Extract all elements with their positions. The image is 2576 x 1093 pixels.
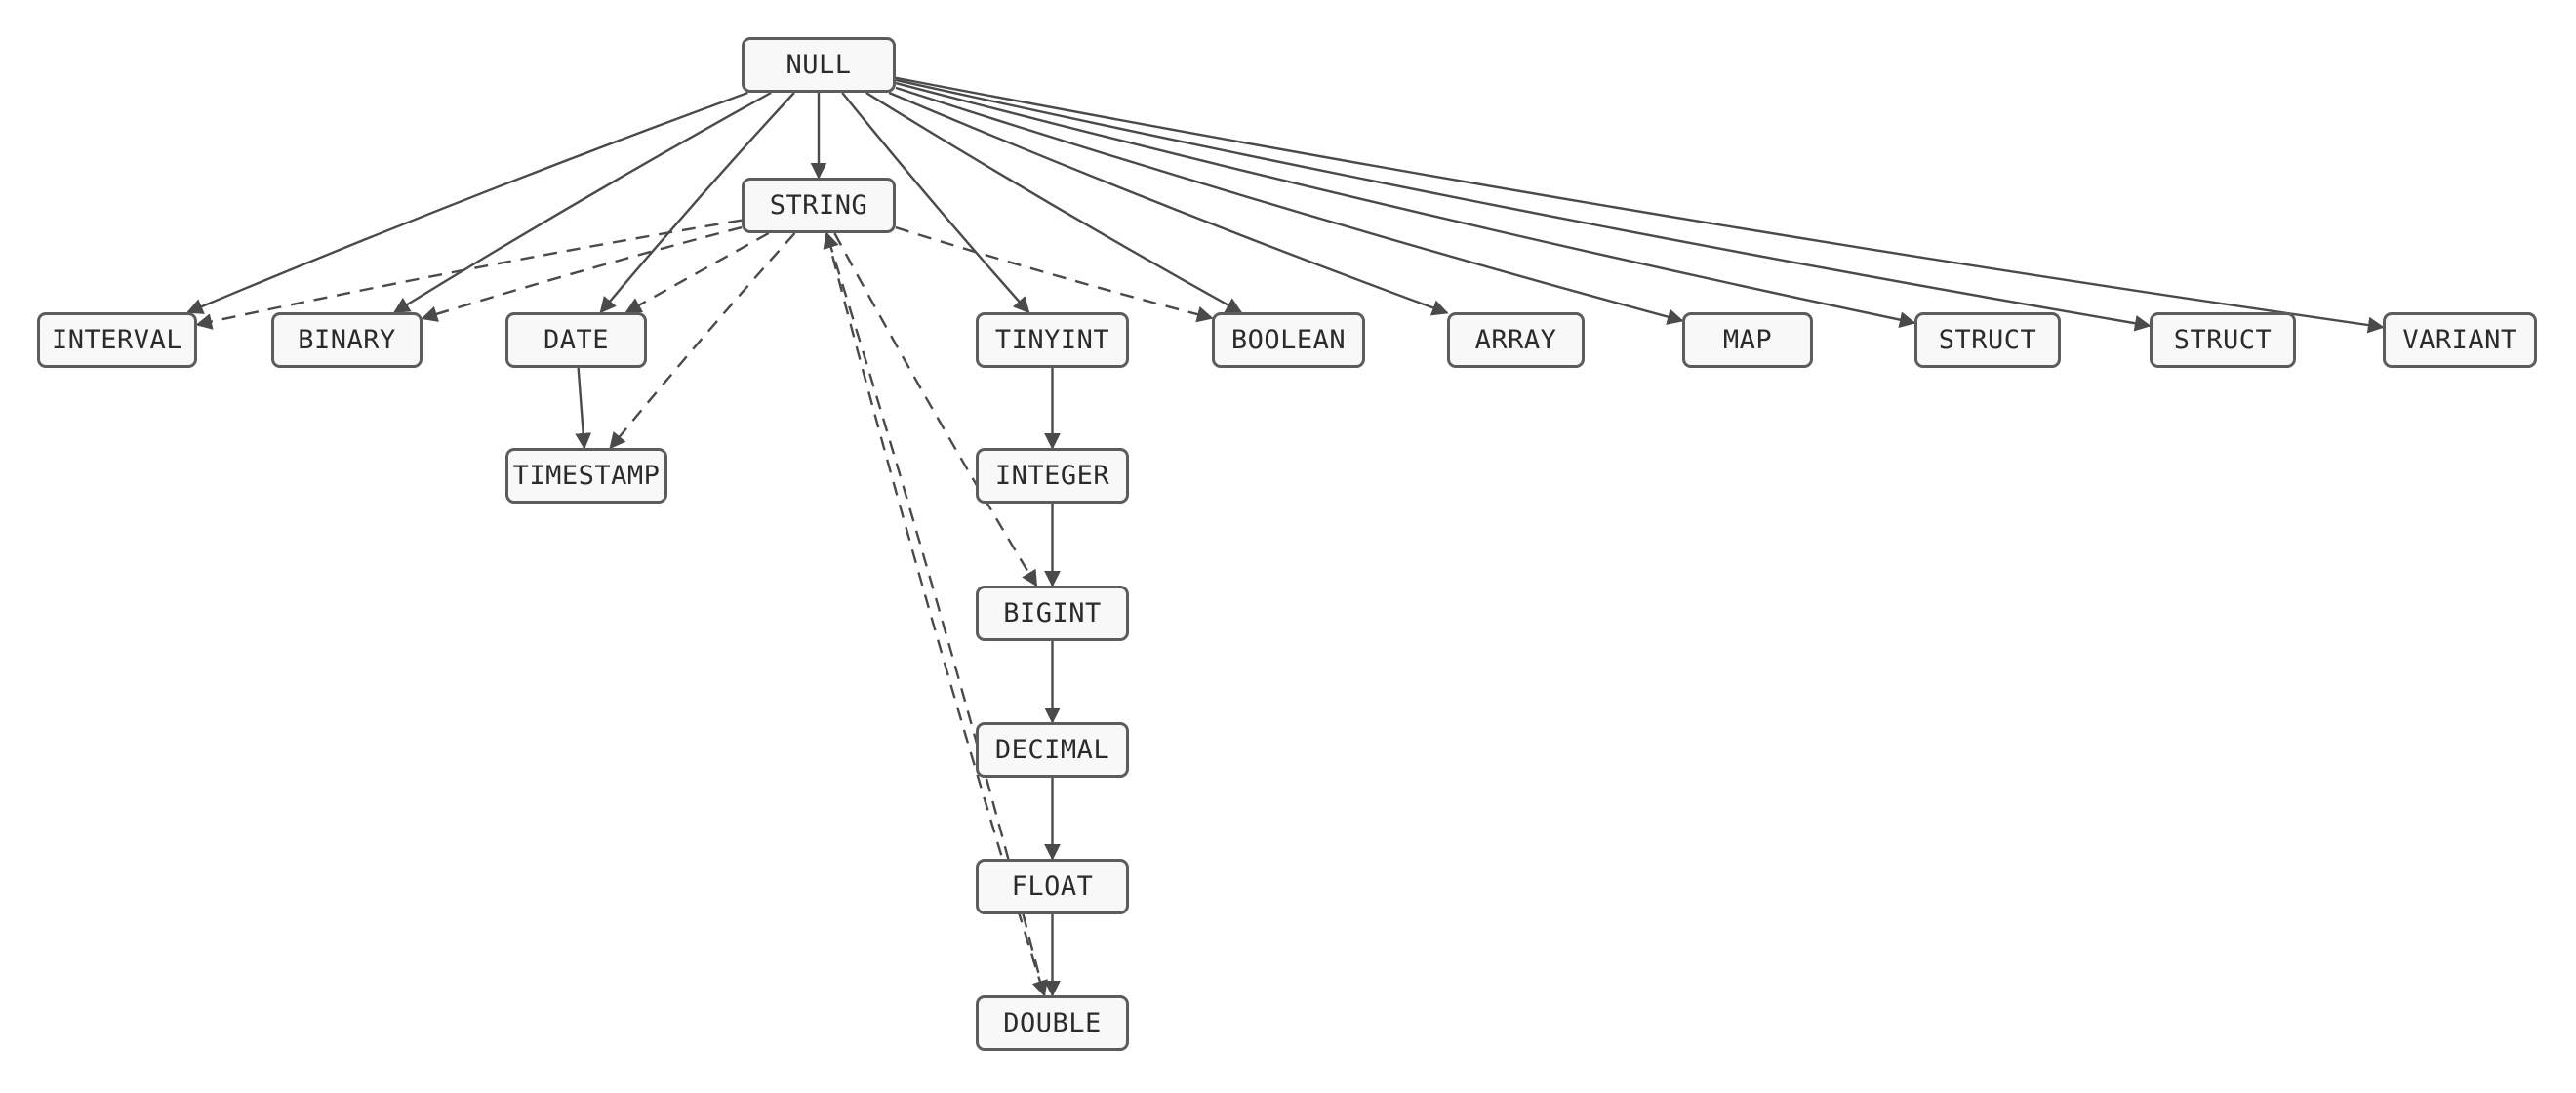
edge-string-to-boolean [895, 225, 1214, 323]
edge-null-to-tinyint [841, 92, 1030, 314]
node-label-boolean: BOOLEAN [1230, 325, 1347, 355]
node-label-integer: INTEGER [994, 461, 1110, 491]
edge-null-to-variant [895, 76, 2385, 334]
edge-null-to-array [888, 91, 1449, 316]
node-label-null: NULL [785, 50, 852, 80]
node-interval[interactable]: INTERVAL [37, 312, 197, 368]
node-label-bigint: BIGINT [1003, 598, 1102, 628]
edge-null-to-boolean [865, 91, 1243, 314]
node-label-map: MAP [1722, 325, 1773, 355]
edge-null-to-struct1 [895, 81, 1916, 328]
edge-null-to-binary [392, 91, 772, 314]
edge-string-to-interval [195, 219, 743, 330]
edge-null-to-interval [186, 91, 748, 314]
node-label-string: STRING [769, 190, 868, 221]
node-label-tinyint: TINYINT [994, 325, 1110, 355]
edge-string-to-date [624, 231, 770, 314]
node-label-interval: INTERVAL [51, 325, 183, 355]
node-struct2[interactable]: STRUCT [2150, 312, 2296, 368]
node-map[interactable]: MAP [1682, 312, 1813, 368]
node-boolean[interactable]: BOOLEAN [1212, 312, 1365, 368]
edge-null-to-struct2 [895, 78, 2152, 332]
node-decimal[interactable]: DECIMAL [976, 722, 1129, 778]
edge-null-to-map [895, 86, 1684, 325]
node-double[interactable]: DOUBLE [976, 995, 1129, 1051]
node-label-double: DOUBLE [1003, 1008, 1102, 1038]
node-array[interactable]: ARRAY [1447, 312, 1585, 368]
node-label-timestamp: TIMESTAMP [512, 461, 661, 491]
node-label-variant: VARIANT [2402, 325, 2517, 355]
node-bigint[interactable]: BIGINT [976, 586, 1129, 641]
edge-string-to-binary [421, 225, 743, 322]
node-struct1[interactable]: STRUCT [1914, 312, 2061, 368]
node-label-struct2: STRUCT [2173, 325, 2273, 355]
node-label-date: DATE [543, 325, 610, 355]
node-timestamp[interactable]: TIMESTAMP [505, 448, 667, 504]
node-label-float: FLOAT [1011, 871, 1094, 902]
node-date[interactable]: DATE [505, 312, 647, 368]
edge-date-to-timestamp [575, 367, 592, 450]
node-label-decimal: DECIMAL [994, 735, 1110, 765]
node-null[interactable]: NULL [742, 37, 896, 93]
node-tinyint[interactable]: TINYINT [976, 312, 1129, 368]
edge-null-to-date [599, 92, 795, 314]
node-label-array: ARRAY [1474, 325, 1557, 355]
edge-string-to-bigint [833, 232, 1038, 587]
node-binary[interactable]: BINARY [271, 312, 423, 368]
edge-string-to-timestamp [609, 232, 796, 450]
node-variant[interactable]: VARIANT [2383, 312, 2537, 368]
node-label-binary: BINARY [298, 325, 396, 355]
node-string[interactable]: STRING [742, 178, 896, 233]
node-integer[interactable]: INTEGER [976, 448, 1129, 504]
node-label-struct1: STRUCT [1938, 325, 2037, 355]
node-float[interactable]: FLOAT [976, 859, 1129, 914]
